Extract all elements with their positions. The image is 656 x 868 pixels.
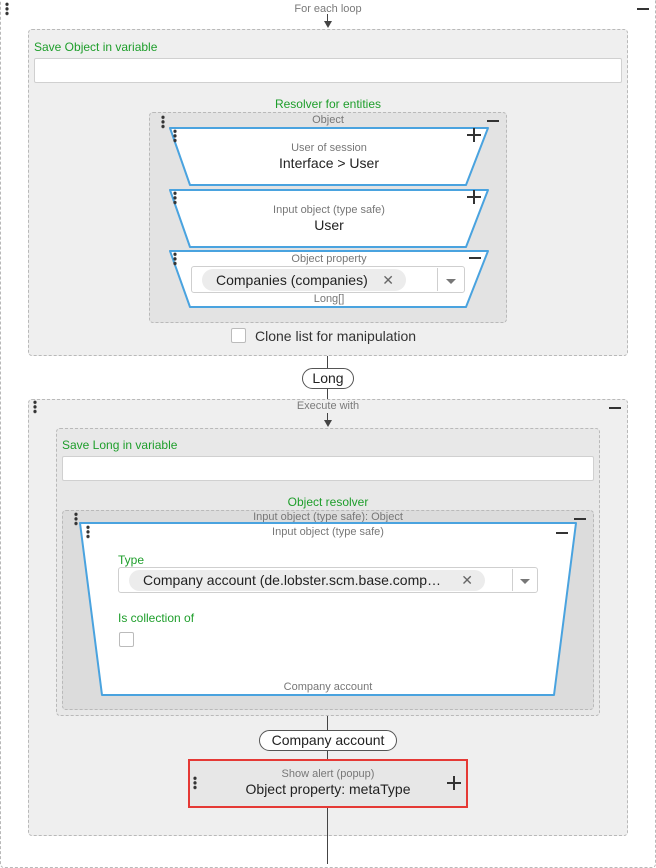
connector-line	[327, 716, 328, 730]
drag-handle-icon[interactable]	[74, 512, 78, 526]
plus-icon[interactable]	[467, 190, 481, 204]
drag-handle-icon[interactable]	[173, 129, 177, 143]
connector-line	[327, 356, 328, 368]
save-long-input[interactable]	[62, 456, 594, 481]
object-property-type: Long[]	[313, 293, 345, 305]
clone-list-checkbox[interactable]	[231, 328, 246, 343]
collection-checkbox[interactable]	[119, 632, 134, 647]
drag-handle-icon[interactable]	[5, 2, 9, 16]
connector-line	[327, 14, 328, 22]
select-separator	[512, 569, 513, 591]
long-type-pill: Long	[302, 368, 354, 389]
drag-handle-icon[interactable]	[173, 252, 177, 266]
resolver-entities-label: Resolver for entities	[274, 97, 382, 111]
execute-with-title: Execute with	[296, 400, 360, 412]
object-header: Object	[312, 114, 344, 126]
type-label: Type	[118, 553, 145, 567]
object-property-chip-label: Companies (companies)	[216, 272, 368, 288]
minus-icon[interactable]	[556, 532, 568, 534]
drag-handle-icon[interactable]	[193, 776, 197, 790]
type-chip[interactable]: Company account (de.lobster.scm.base.com…	[129, 570, 485, 591]
drag-handle-icon[interactable]	[86, 525, 90, 539]
minus-icon[interactable]	[487, 120, 499, 122]
for-each-loop-title: For each loop	[294, 3, 362, 15]
minus-icon[interactable]	[637, 8, 649, 10]
type-chip-label: Company account (de.lobster.scm.base.com…	[143, 572, 442, 588]
show-alert-block[interactable]	[188, 759, 468, 808]
object-resolver-footer: Company account	[283, 681, 373, 693]
object-resolver-outer-header: Input object (type safe): Object	[253, 511, 403, 523]
show-alert-caption: Show alert (popup)	[281, 768, 375, 780]
chevron-down-icon[interactable]	[446, 279, 456, 284]
object-property-chip[interactable]: Companies (companies) ✕	[202, 269, 406, 291]
chevron-down-icon[interactable]	[520, 579, 530, 584]
connector-line	[327, 751, 328, 760]
input-object-value[interactable]: User	[314, 217, 344, 233]
company-account-pill: Company account	[259, 730, 397, 751]
show-alert-value: Object property: metaType	[245, 781, 411, 797]
close-icon[interactable]: ✕	[457, 570, 473, 591]
object-resolver-inner-header: Input object (type safe)	[272, 526, 384, 538]
save-object-label: Save Object in variable	[34, 40, 158, 54]
save-object-input[interactable]	[34, 58, 622, 83]
connector-line	[327, 808, 328, 864]
minus-icon[interactable]	[574, 518, 586, 520]
input-object-caption: Input object (type safe)	[273, 204, 385, 216]
arrow-down-icon	[324, 420, 332, 427]
collection-label: Is collection of	[118, 611, 195, 625]
minus-icon[interactable]	[609, 407, 621, 409]
plus-icon[interactable]	[467, 128, 481, 142]
clone-list-label: Clone list for manipulation	[255, 328, 417, 344]
plus-icon[interactable]	[447, 776, 461, 790]
object-resolver-label: Object resolver	[287, 495, 369, 509]
drag-handle-icon[interactable]	[161, 115, 165, 129]
user-session-caption: User of session	[291, 142, 367, 154]
connector-line	[327, 413, 328, 421]
minus-icon[interactable]	[469, 257, 481, 259]
drag-handle-icon[interactable]	[33, 400, 37, 414]
save-long-label: Save Long in variable	[62, 438, 178, 452]
select-separator	[437, 268, 438, 291]
object-property-caption: Object property	[291, 253, 367, 265]
arrow-down-icon	[324, 21, 332, 28]
close-icon[interactable]: ✕	[382, 272, 394, 288]
drag-handle-icon[interactable]	[173, 191, 177, 205]
user-session-value[interactable]: Interface > User	[279, 155, 379, 171]
connector-line	[327, 389, 328, 399]
